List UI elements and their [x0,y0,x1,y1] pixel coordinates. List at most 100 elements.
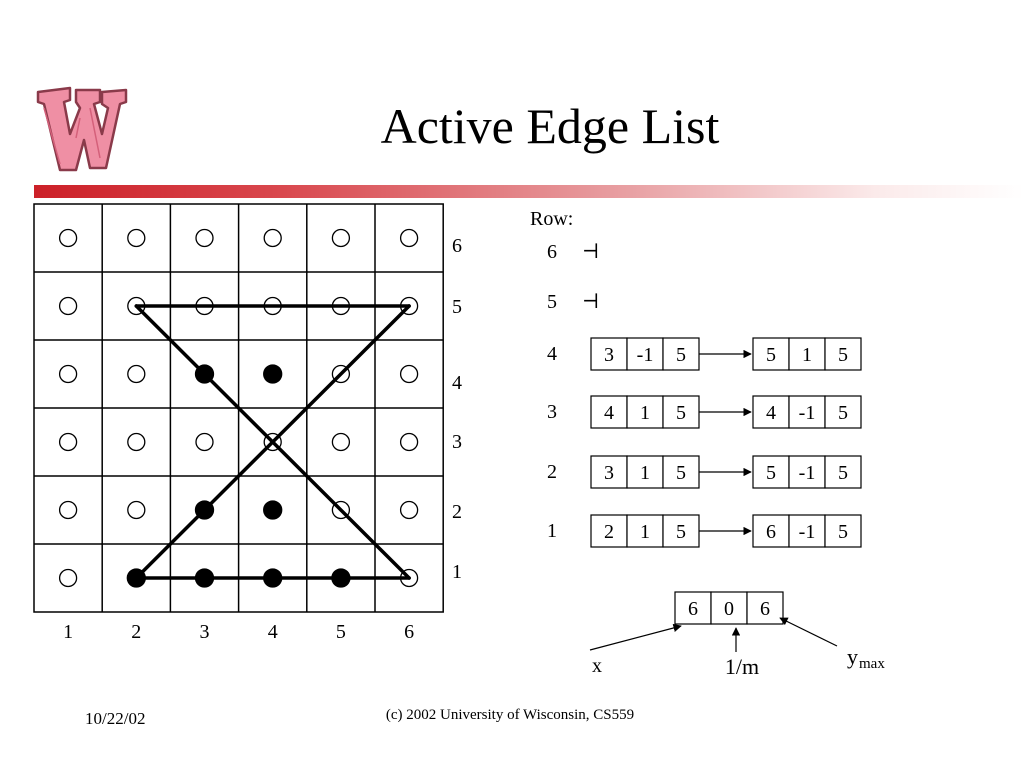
empty-pixel [127,432,146,452]
edge-record-value: 3 [604,344,614,366]
empty-pixel [58,568,78,588]
empty-pixel [399,364,419,384]
edge-record-value: 5 [676,344,686,366]
column-label: 3 [200,621,210,643]
column-label: 5 [336,621,346,643]
empty-pixel [127,228,146,248]
edge-record-value: 3 [604,462,614,484]
edge-record-cell [752,395,790,429]
empty-pixel [58,364,78,384]
edge-record-cell [752,337,790,371]
polygon-edge [134,304,411,580]
empty-pixel [263,432,282,452]
empty-pixel [195,228,214,248]
edge-record-value: 5 [676,462,686,484]
ymax-pointer-arrow [779,617,838,647]
edge-record-value: 1 [640,402,650,424]
column-label: 4 [268,621,278,643]
filled-pixel [263,500,283,520]
empty-pixel [399,296,419,316]
filled-pixel [263,568,283,588]
edge-record-value: -1 [637,344,654,366]
empty-pixel [399,228,419,248]
edge-record-value: 1 [802,344,812,366]
null-pointer-symbol: ⊣ [582,241,599,263]
empty-pixel [58,296,78,316]
ymax-subscript: max [859,656,885,672]
table-row-number: 6 [547,241,557,263]
table-row-number: 2 [547,461,557,483]
edge-record-cell [626,395,664,429]
edge-record-cell [824,514,862,548]
edge-record-cell [824,395,862,429]
edge-record-value: 5 [838,462,848,484]
empty-pixel [263,296,282,316]
column-label: 1 [63,621,73,643]
empty-pixel [331,432,351,452]
row-label: 2 [452,501,462,523]
empty-pixel [263,228,282,248]
edge-record-cell [824,337,862,371]
edge-record-cell [788,395,826,429]
empty-pixel [127,500,146,520]
polygon-edges [134,304,411,580]
empty-pixel [331,500,351,520]
edge-record-value: -1 [799,462,816,484]
edge-record-cell [662,455,700,489]
table-row-number: 4 [547,343,557,365]
edge-record-value: 1 [640,462,650,484]
table-row-number: 3 [547,401,557,423]
edge-record-cell [788,455,826,489]
row-label: 6 [452,235,462,257]
pixel-grid [33,203,444,613]
empty-pixel [58,500,78,520]
edge-record-cell [752,514,790,548]
footer-copyright: (c) 2002 University of Wisconsin, CS559 [385,707,635,723]
empty-pixel [127,364,146,384]
empty-pixel [195,432,214,452]
edge-record-value: 5 [676,402,686,424]
column-label: 2 [131,621,141,643]
empty-pixel [399,568,419,588]
edge-record-cell [626,337,664,371]
footer-date: 10/22/02 [85,709,146,728]
edge-record-cell [626,514,664,548]
legend-record-cell [746,591,784,625]
slide-title: Active Edge List [380,98,720,154]
edge-record-cell [662,514,700,548]
null-pointer-symbol: ⊣ [582,291,599,313]
edge-record-value: 5 [838,521,848,543]
filled-pixel [194,500,215,520]
edge-record-cell [788,514,826,548]
edge-record-value: 1 [640,521,650,543]
row-label: 1 [452,561,462,583]
edge-record-value: 4 [766,402,776,424]
empty-pixel [58,432,78,452]
row-label: 4 [452,372,462,394]
empty-pixel [331,364,351,384]
edge-record-value: 2 [604,521,614,543]
x-label: x [592,655,602,677]
title-divider [34,185,1024,198]
legend-record-value: 0 [724,598,734,620]
table-row-number: 1 [547,520,557,542]
table-row-number: 5 [547,291,557,313]
legend-record-value: 6 [760,598,770,620]
filled-pixel [194,364,215,384]
filled-pixel [126,568,146,588]
edge-record-value: 5 [676,521,686,543]
filled-pixel [263,364,283,384]
x-pointer-arrow [589,623,682,651]
edge-record-value: 5 [838,344,848,366]
legend-record-value: 6 [688,598,698,620]
empty-pixel [399,500,419,520]
edge-record-value: 5 [766,344,776,366]
legend-record-cell [710,591,748,625]
edge-record-value: -1 [799,521,816,543]
empty-pixel [331,228,351,248]
empty-pixel [399,432,419,452]
edge-record-cell [590,514,628,548]
